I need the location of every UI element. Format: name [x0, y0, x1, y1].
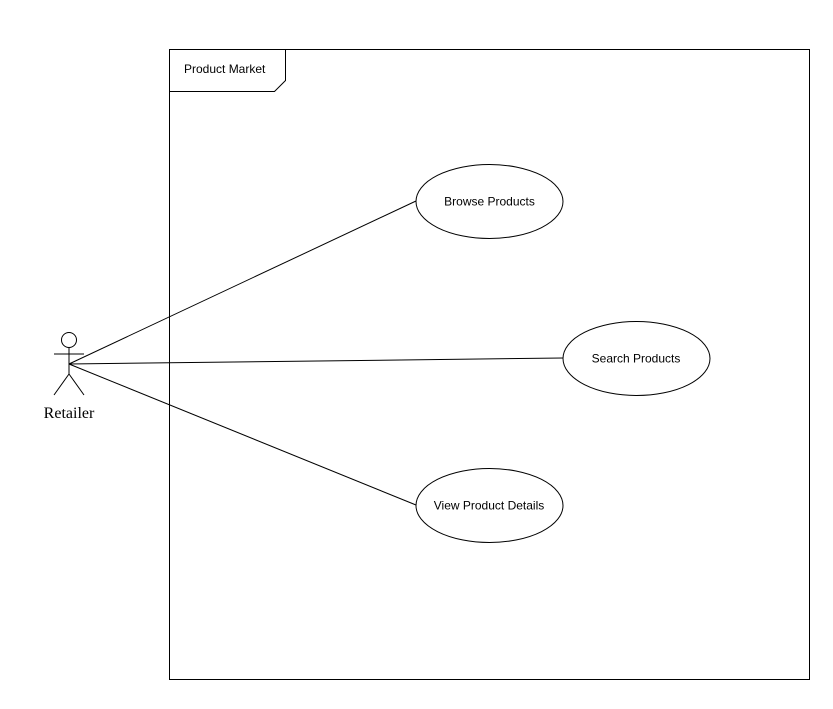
use-case-search-products[interactable]: Search Products — [562, 321, 711, 396]
actor-stick-figure-icon — [53, 332, 85, 396]
actor-left-leg — [53, 373, 70, 396]
association-view-product-details[interactable] — [68, 363, 417, 506]
use-case-ellipse — [415, 468, 564, 543]
use-case-label: Search Products — [592, 352, 681, 366]
actor-head — [61, 332, 77, 348]
use-case-ellipse — [562, 321, 711, 396]
system-name: Product Market — [184, 62, 266, 76]
system-name-tab — [169, 49, 286, 92]
use-case-ellipse — [415, 164, 564, 239]
system-boundary-frame — [169, 49, 810, 680]
association-search-products[interactable] — [68, 357, 564, 365]
association-browse-products[interactable] — [68, 200, 417, 365]
actor-name: Retailer — [44, 405, 95, 422]
actor-right-leg — [68, 373, 85, 396]
use-case-view-product-details[interactable]: View Product Details — [415, 468, 564, 543]
associations — [68, 200, 564, 506]
use-case-label: Browse Products — [444, 195, 535, 209]
use-case-label: View Product Details — [434, 499, 545, 513]
actor-retailer[interactable]: Retailer — [44, 332, 95, 423]
system-boundary[interactable]: Product Market — [169, 49, 810, 680]
use-case-browse-products[interactable]: Browse Products — [415, 164, 564, 239]
